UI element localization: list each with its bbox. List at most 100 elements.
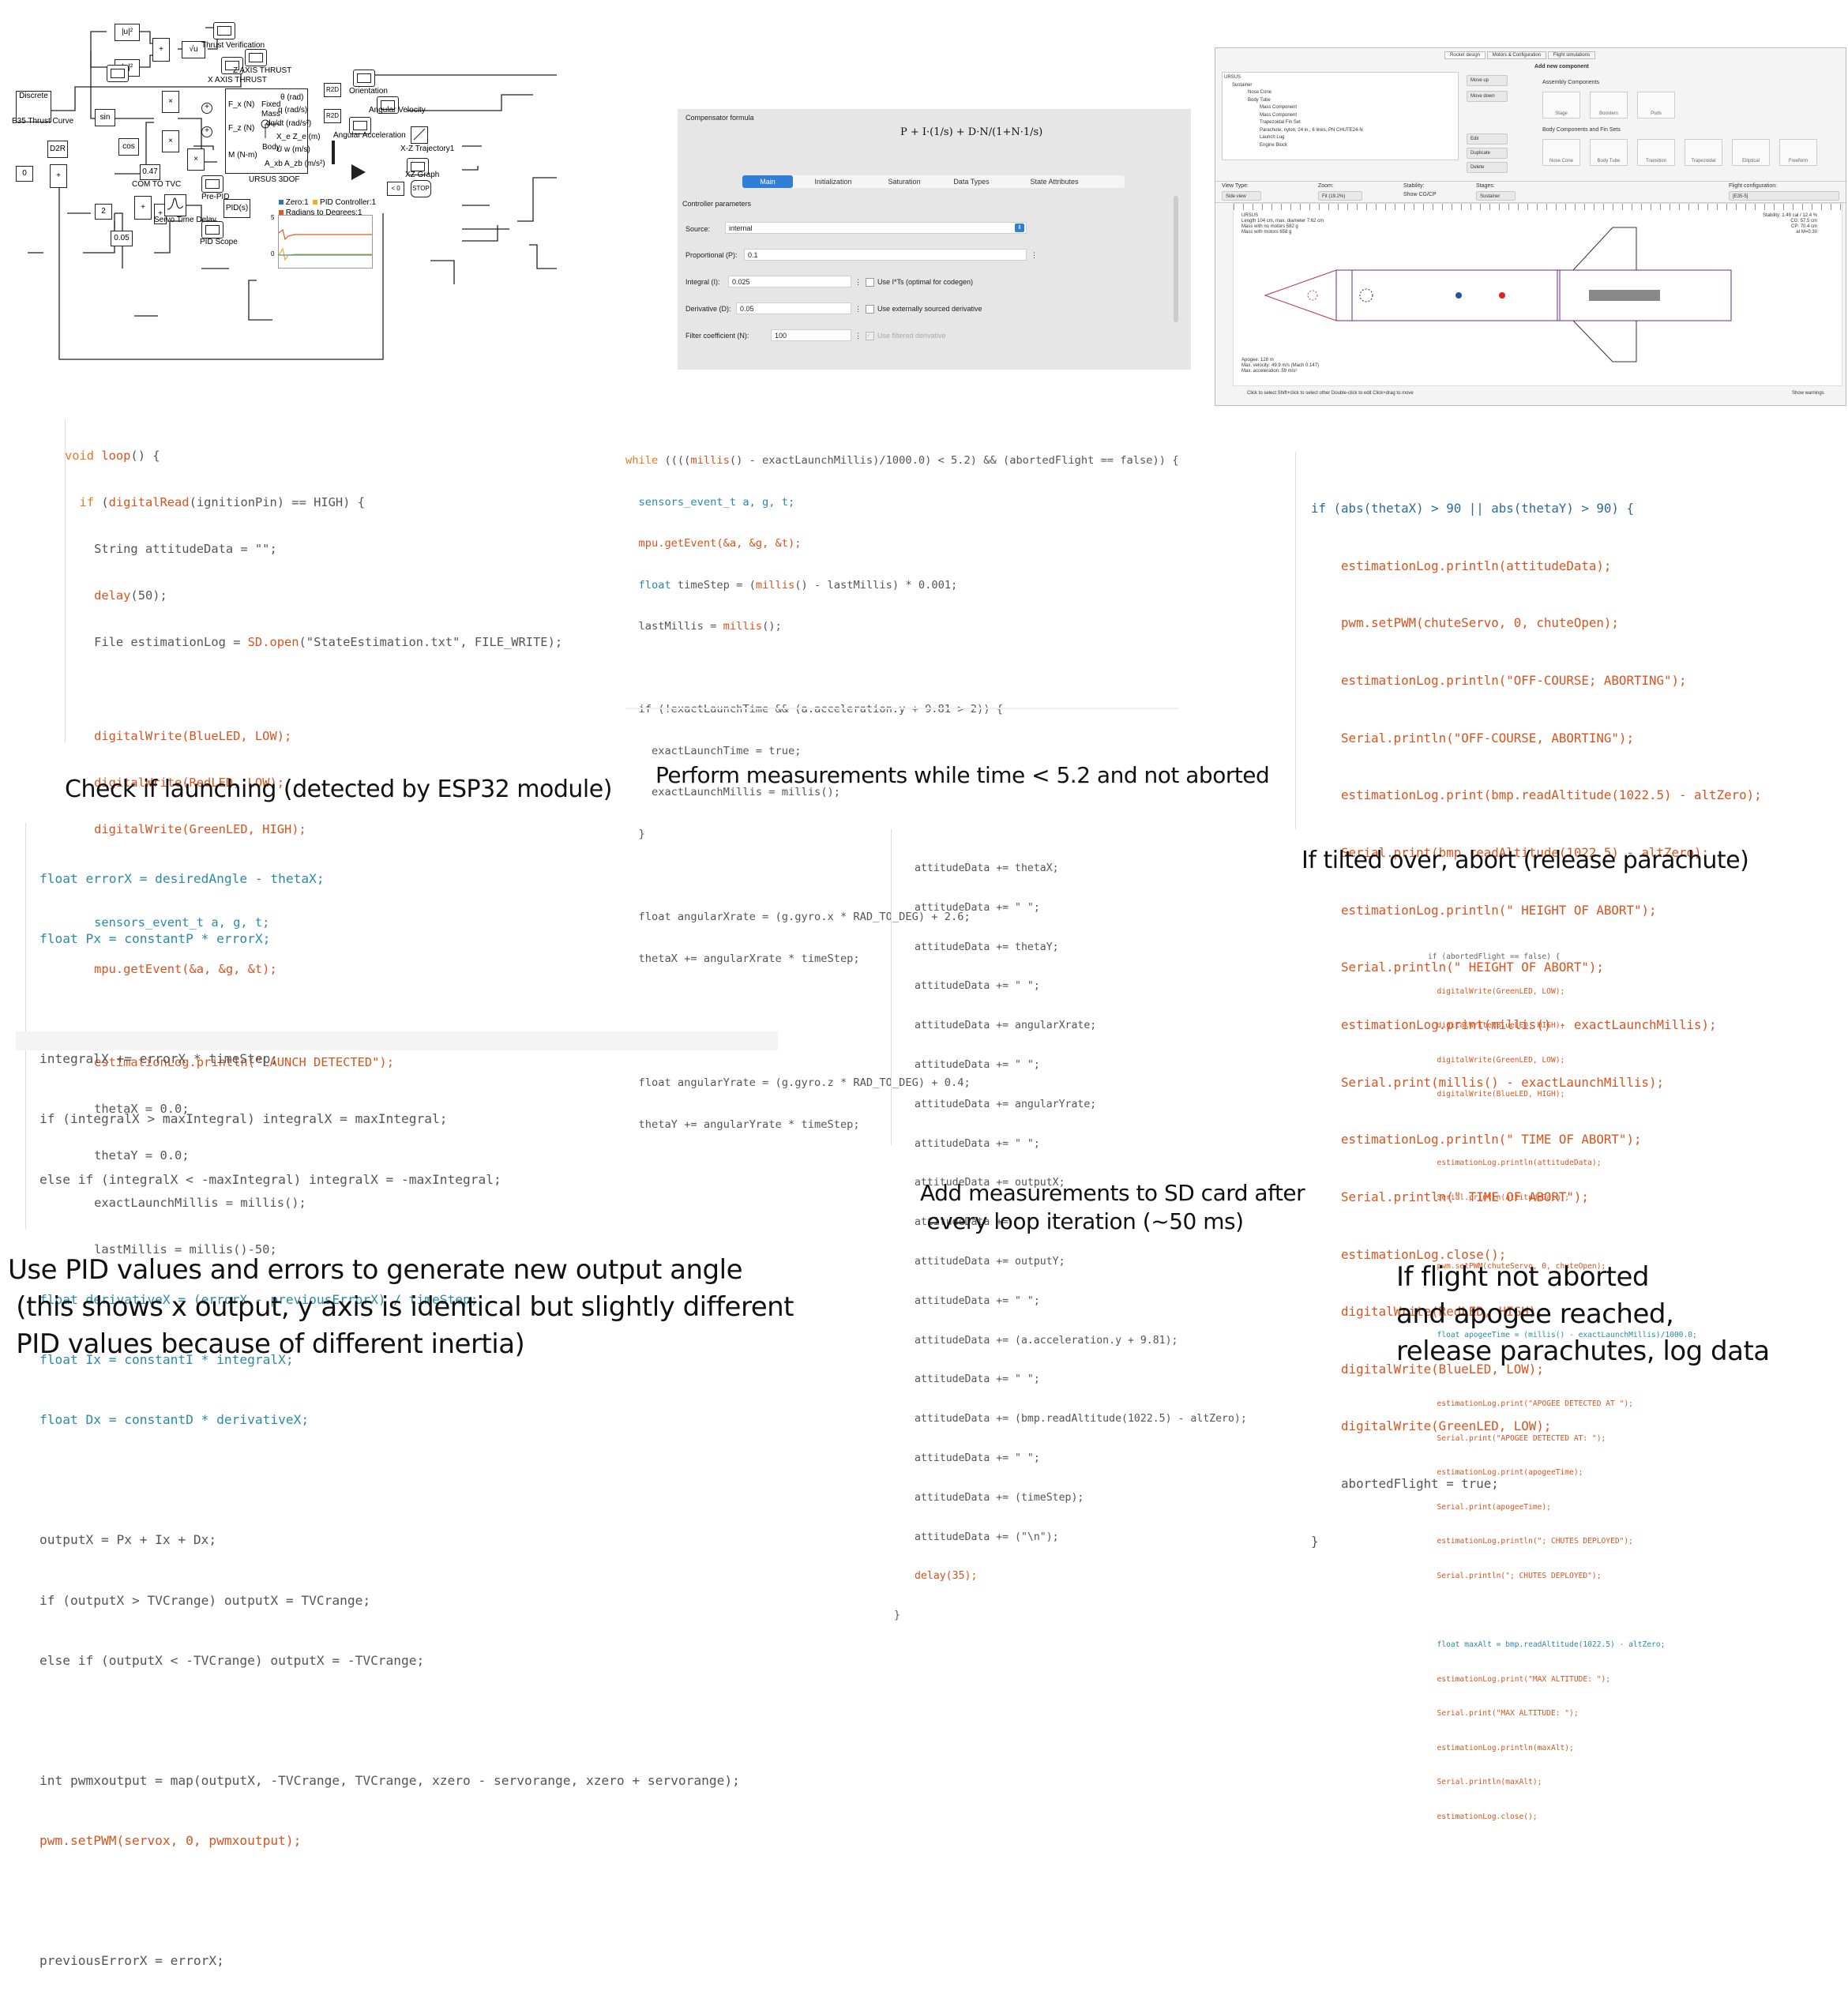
filter-coefficient-input[interactable]: 100 (771, 329, 851, 341)
filter-menu-icon[interactable]: ⋮ (855, 332, 862, 340)
use-its-checkbox[interactable] (866, 278, 874, 287)
show-warnings-checkbox[interactable]: Show warnings (1792, 391, 1824, 396)
d2r-block[interactable]: D2R (47, 141, 68, 158)
add-nose-cone-button[interactable]: Nose Cone (1542, 139, 1580, 166)
source-select[interactable]: internal ⇕ (725, 222, 1027, 234)
angular-velocity-scope[interactable] (377, 96, 399, 114)
orientation-scope[interactable] (353, 69, 375, 87)
top-left-scope[interactable] (107, 65, 129, 82)
p005-constant-block[interactable]: 0.05 (111, 231, 133, 246)
panel-scrollbar[interactable] (1174, 196, 1178, 322)
tab-state-attributes[interactable]: State Attributes (1030, 178, 1079, 186)
sum-block-thrust[interactable]: + (152, 38, 170, 62)
tree-item[interactable]: URSUS (1224, 75, 1241, 80)
tree-item[interactable]: Body Tube (1248, 97, 1271, 103)
code-line: lastMillis = millis(); (625, 620, 1178, 637)
gain-triangle[interactable] (351, 164, 366, 180)
zoom-select[interactable]: Fit (19.2%) (1318, 191, 1362, 201)
tab-flight-simulations[interactable]: Flight simulations (1547, 51, 1596, 59)
gain-047-block[interactable]: 0.47 (140, 164, 160, 180)
add-freeform-button[interactable]: Freeform (1779, 139, 1817, 166)
integral-menu-icon[interactable]: ⋮ (855, 278, 862, 286)
tab-main[interactable]: Main (742, 175, 793, 188)
servo-delay-block[interactable] (164, 194, 186, 216)
thrust-verification-scope[interactable] (213, 22, 235, 39)
ursus-3dof-block[interactable]: F_x (N) F_z (N) M (N-m) Fixed Mass Body (225, 88, 308, 174)
component-tree[interactable]: URSUS Sustainer Nose Cone Body Tube Mass… (1222, 72, 1459, 160)
add-stage-button[interactable]: Stage (1542, 92, 1580, 118)
x-axis-thrust-scope[interactable] (221, 57, 243, 74)
z-axis-thrust-scope[interactable] (245, 49, 267, 66)
code-line: pwm.setPWM(chuteServo, 0, chuteOpen); (1428, 1262, 1606, 1272)
move-down-button[interactable]: Move down (1467, 91, 1508, 102)
sqrt-block[interactable]: √u (182, 41, 205, 58)
pid-block[interactable]: PID(s) (223, 199, 250, 218)
tab-initialization[interactable]: Initialization (814, 178, 852, 186)
proportional-input[interactable]: 0.1 (744, 249, 1027, 261)
code-line: float derivativeX = (errorX - previousEr… (39, 1291, 479, 1307)
product-block-2[interactable]: × (162, 130, 179, 152)
stop-block[interactable]: STOP (411, 180, 431, 197)
sum-block-pid[interactable]: + (134, 196, 152, 220)
sum-block-1[interactable]: + (201, 103, 212, 114)
r2d-block-2[interactable]: R2D (324, 109, 341, 123)
derivative-menu-icon[interactable]: ⋮ (855, 305, 862, 313)
tab-rocket-design[interactable]: Rocket design (1444, 51, 1486, 59)
legend-swatch-pid (313, 200, 318, 205)
integral-input[interactable]: 0.025 (728, 276, 851, 287)
cos-block[interactable]: cos (118, 138, 139, 156)
external-derivative-checkbox[interactable] (866, 305, 874, 314)
xz-trajectory-block[interactable] (411, 126, 428, 144)
stage-toggle[interactable]: Sustainer (1476, 191, 1516, 201)
zero-constant-block[interactable]: 0 (16, 166, 33, 182)
code-text: timeStep = ( (670, 578, 756, 592)
xz-graph-scope[interactable] (407, 158, 429, 175)
duplicate-button[interactable]: Duplicate (1467, 148, 1508, 159)
tree-item[interactable]: Trapezoidal Fin Set (1260, 120, 1301, 125)
move-up-button[interactable]: Move up (1467, 75, 1508, 86)
lt0-block[interactable]: < 0 (387, 182, 404, 196)
tab-data-types[interactable]: Data Types (953, 178, 990, 186)
proportional-menu-icon[interactable]: ⋮ (1031, 251, 1038, 259)
tab-motors-configuration[interactable]: Motors & Configuration (1486, 51, 1547, 59)
tree-item[interactable]: Mass Component (1260, 112, 1298, 118)
rocket-figure-area[interactable]: URSUS Length 104 cm, max. diameter 7.62 … (1233, 203, 1842, 386)
derivative-input[interactable]: 0.05 (736, 302, 851, 314)
pre-pid-scope[interactable] (201, 175, 223, 193)
u-squared-label-1: |u|² (121, 28, 133, 36)
add-trapezoidal-button[interactable]: Trapezoidal (1685, 139, 1722, 166)
two-constant-block[interactable]: 2 (95, 204, 112, 220)
add-transition-button[interactable]: Transition (1637, 139, 1675, 166)
angular-acceleration-scope[interactable] (349, 117, 371, 134)
code-line: estimationLog.println(attitudeData); (1311, 558, 1612, 573)
r2d-block-1[interactable]: R2D (324, 83, 341, 97)
sin-block[interactable]: sin (95, 109, 115, 126)
tree-item[interactable]: Sustainer (1232, 82, 1253, 88)
product-block-1[interactable]: × (162, 91, 179, 113)
tab-saturation[interactable]: Saturation (888, 178, 921, 186)
add-boosters-button[interactable]: Boosters (1590, 92, 1628, 118)
tree-item[interactable]: Parachute, nylon, 24 in., 6 lines, PN CH… (1260, 127, 1363, 133)
product-block-3[interactable]: × (187, 148, 205, 171)
tree-item[interactable]: Launch Lug (1260, 135, 1285, 140)
code-text: () - lastMillis) * 0.001; (794, 578, 958, 592)
pid-scope[interactable] (201, 221, 223, 239)
code-line (39, 1891, 740, 1910)
show-cg-checkbox[interactable]: Show CG/CP (1403, 192, 1437, 197)
add-elliptical-button[interactable]: Elliptical (1732, 139, 1770, 166)
sum-block-2[interactable]: + (201, 126, 212, 137)
add-pods-button[interactable]: Pods (1637, 92, 1675, 118)
flight-config-select[interactable]: [E35-5] (1729, 191, 1839, 201)
sum-block-input[interactable]: + (50, 164, 67, 188)
rocket-info: URSUS Length 104 cm, max. diameter 7.62 … (1241, 213, 1324, 235)
tree-item[interactable]: Nose Cone (1248, 90, 1272, 95)
code-text: ( (94, 495, 109, 510)
tree-item[interactable]: Engine Block (1260, 142, 1288, 148)
u-squared-block-1[interactable]: |u|² (115, 24, 140, 41)
delete-button[interactable]: Delete (1467, 162, 1508, 173)
tree-item[interactable]: Mass Component (1260, 105, 1298, 110)
discrete-block[interactable]: Discrete (16, 91, 51, 122)
view-type-select[interactable]: Side view (1222, 191, 1261, 201)
edit-button[interactable]: Edit (1467, 133, 1508, 145)
add-body-tube-button[interactable]: Body Tube (1590, 139, 1628, 166)
